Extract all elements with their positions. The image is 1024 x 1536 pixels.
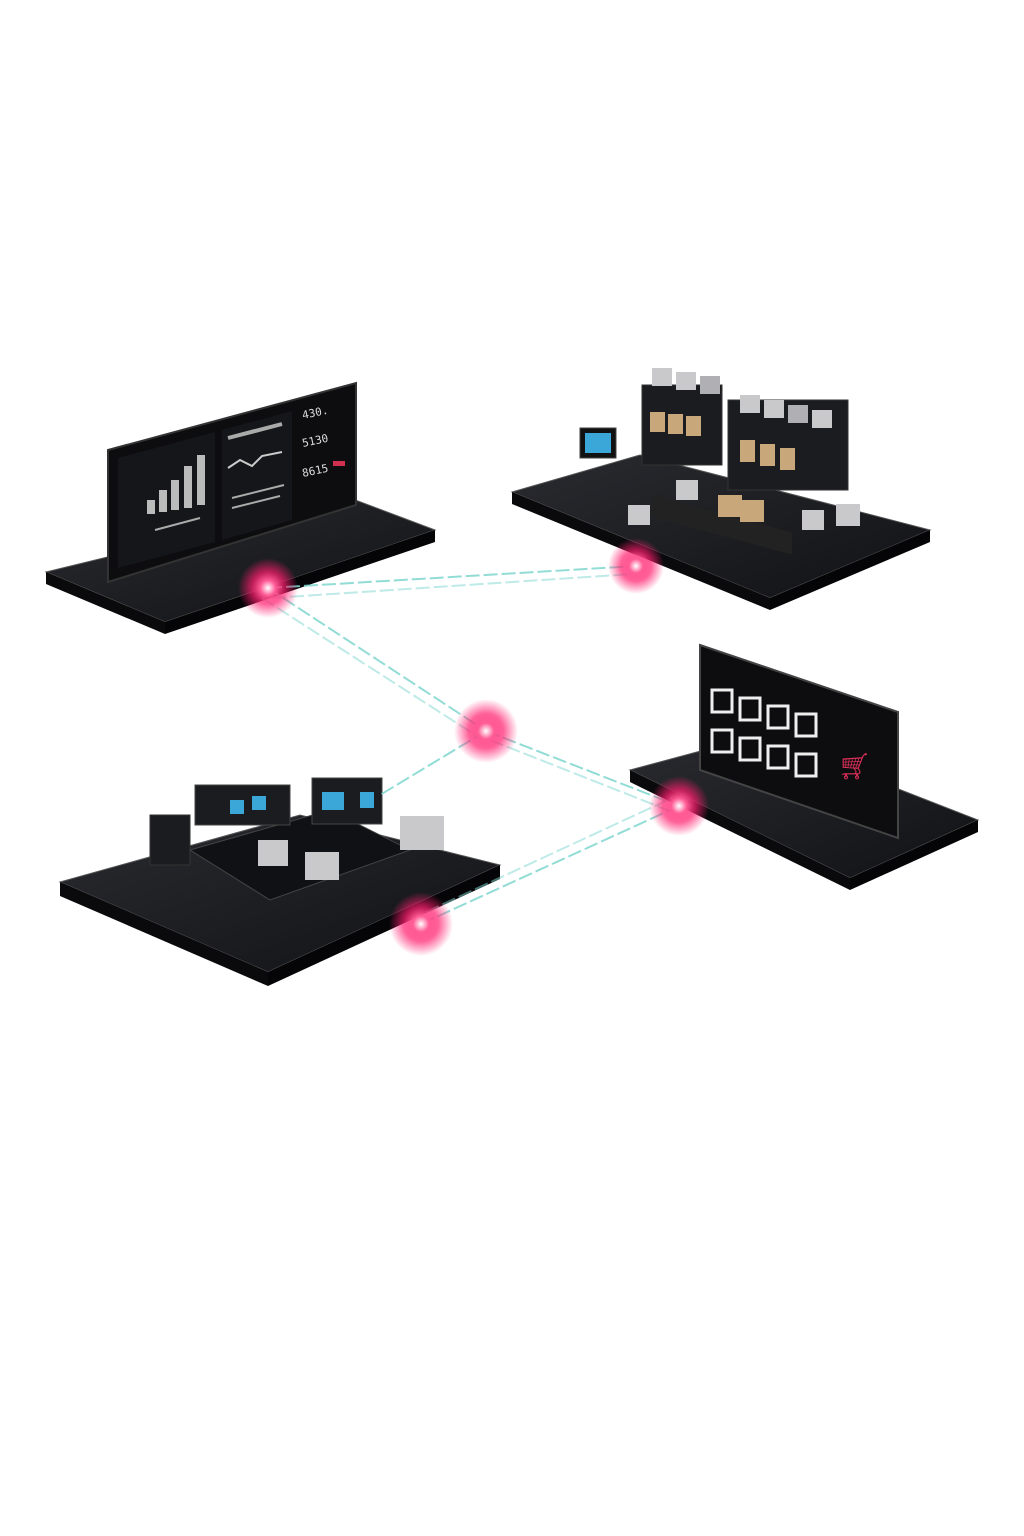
dashboard-screen: 430. 5130 8615 <box>107 381 357 584</box>
node-fulfillment[interactable] <box>389 892 453 956</box>
node-storefront[interactable] <box>649 776 709 836</box>
shelving-rack <box>641 368 849 491</box>
metric-2: 5130 <box>301 432 330 450</box>
warehouse-platform <box>510 368 932 610</box>
bar-chart-icon <box>147 455 205 514</box>
link-hub-storefront <box>485 730 680 807</box>
storefront-platform: 🛒︎ <box>628 643 980 890</box>
node-warehouse[interactable] <box>608 538 664 594</box>
cart-icon: 🛒︎ <box>838 752 871 782</box>
connections <box>261 565 680 925</box>
terminal-monitor <box>579 427 617 459</box>
line-chart-icon <box>227 451 283 469</box>
machines <box>149 777 444 880</box>
storefront-screen: 🛒︎ <box>699 643 899 840</box>
boxes <box>628 480 860 530</box>
metric-1: 430. <box>301 404 330 422</box>
metric-3: 8615 <box>301 462 330 480</box>
link-fulfillment-storefront <box>420 805 680 925</box>
product-grid <box>710 688 818 778</box>
link-analytics-hub <box>267 587 487 732</box>
node-hub[interactable] <box>454 699 518 763</box>
nodes <box>238 538 709 956</box>
analytics-platform: 430. 5130 8615 <box>44 381 437 634</box>
conveyor <box>652 495 792 555</box>
node-analytics[interactable] <box>238 558 298 618</box>
fulfillment-platform <box>58 777 502 986</box>
link-analytics-warehouse <box>267 565 637 589</box>
